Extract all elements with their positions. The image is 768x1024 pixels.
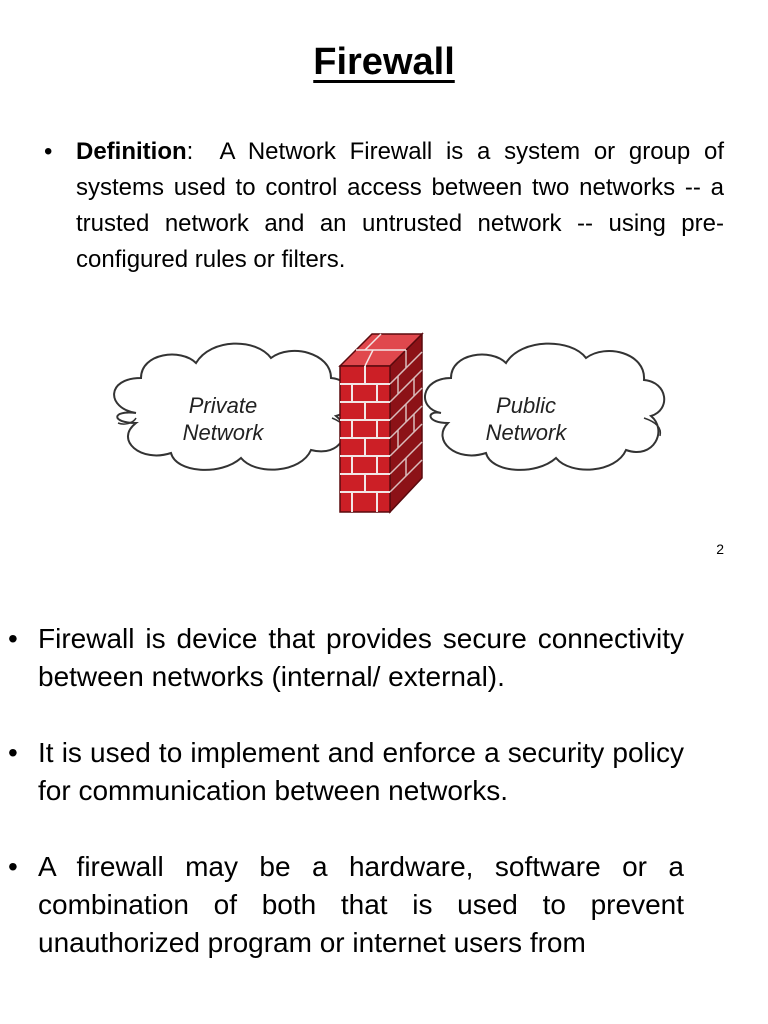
definition-term: Definition (76, 138, 187, 165)
definition-text: Definition: A Network Firewall is a syst… (76, 134, 724, 278)
private-network-cloud: Private Network (113, 342, 353, 471)
page-number: 2 (716, 541, 724, 557)
private-network-label-line2: Network (183, 420, 265, 445)
public-network-label-line1: Public (496, 393, 556, 418)
bullet-icon: • (44, 138, 53, 165)
public-network-label-line2: Network (486, 420, 568, 445)
definition-body: A Network Firewall is a system or group … (76, 138, 731, 273)
slide-2: • Firewall is device that provides secur… (0, 580, 768, 1024)
firewall-diagram: Private Network Public Network (113, 332, 666, 514)
list-item-text: A firewall may be a hardware, software o… (38, 851, 684, 958)
title-text: Firewall (313, 41, 455, 83)
list-item: • A firewall may be a hardware, software… (8, 848, 684, 962)
public-network-cloud: Public Network (424, 342, 666, 471)
list-item: • It is used to implement and enforce a … (8, 734, 684, 810)
bullet-icon: • (8, 623, 18, 654)
private-network-label-line1: Private (189, 393, 257, 418)
bullet-icon: • (8, 737, 18, 768)
list-item-text: Firewall is device that provides secure … (38, 623, 684, 692)
bullet-list: • Firewall is device that provides secur… (8, 620, 684, 1000)
slide-title: Firewall (0, 40, 768, 86)
definition-separator: : (186, 138, 194, 165)
firewall-brick-wall (338, 332, 424, 514)
bullet-icon: • (8, 851, 18, 882)
definition-bullet: • Definition: A Network Firewall is a sy… (44, 134, 724, 278)
list-item-text: It is used to implement and enforce a se… (38, 737, 684, 806)
list-item: • Firewall is device that provides secur… (8, 620, 684, 696)
slide-1: Firewall • Definition: A Network Firewal… (0, 40, 768, 557)
